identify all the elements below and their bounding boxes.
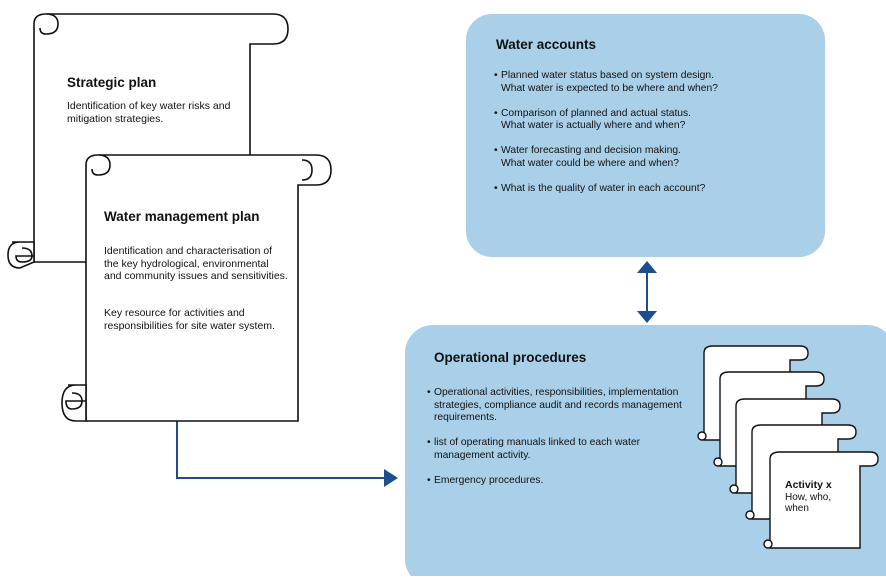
double-arrow [637,261,657,323]
activity-scroll-5 [763,451,879,549]
strategic-plan-body: Identification of key water risks and mi… [67,100,231,125]
water-accounts-list: Planned water status based on system des… [494,70,804,208]
item-line: What is the quality of water in each acc… [501,182,706,194]
item-line: Water forecasting and decision making. [501,145,681,156]
water-accounts-item: What is the quality of water in each acc… [494,183,804,196]
item-line: What water is actually where and when? [501,120,686,131]
water-management-plan-title: Water management plan [104,209,260,224]
operational-procedures-item: Operational activities, responsibilities… [427,387,697,425]
water-accounts-title: Water accounts [496,37,597,52]
elbow-arrow [176,421,398,487]
strategic-plan-title: Strategic plan [67,75,157,90]
water-management-plan-body: Identification and characterisation of t… [104,245,288,282]
item-line: What water could be where and when? [501,157,680,169]
water-accounts-item: Planned water status based on system des… [494,70,804,95]
activity-scroll-stack [697,345,879,549]
item-line: What water is expected to be where and w… [501,82,718,94]
operational-procedures-item: list of operating manuals linked to each… [427,437,697,462]
operational-procedures-list: Operational activities, responsibilities… [427,387,697,500]
water-management-plan-body-2: Key resource for activities and responsi… [104,307,275,332]
operational-procedures-item: Emergency procedures. [427,475,697,488]
item-line: Planned water status based on system des… [501,70,714,81]
activity-body: How, who, when [785,492,832,514]
water-accounts-item: Water forecasting and decision making. W… [494,145,804,170]
activity-title: Activity x [785,479,832,491]
water-management-plan-scroll [61,154,332,422]
water-accounts-item: Comparison of planned and actual status.… [494,108,804,133]
item-line: Comparison of planned and actual status. [501,107,692,119]
operational-procedures-title: Operational procedures [434,350,587,365]
